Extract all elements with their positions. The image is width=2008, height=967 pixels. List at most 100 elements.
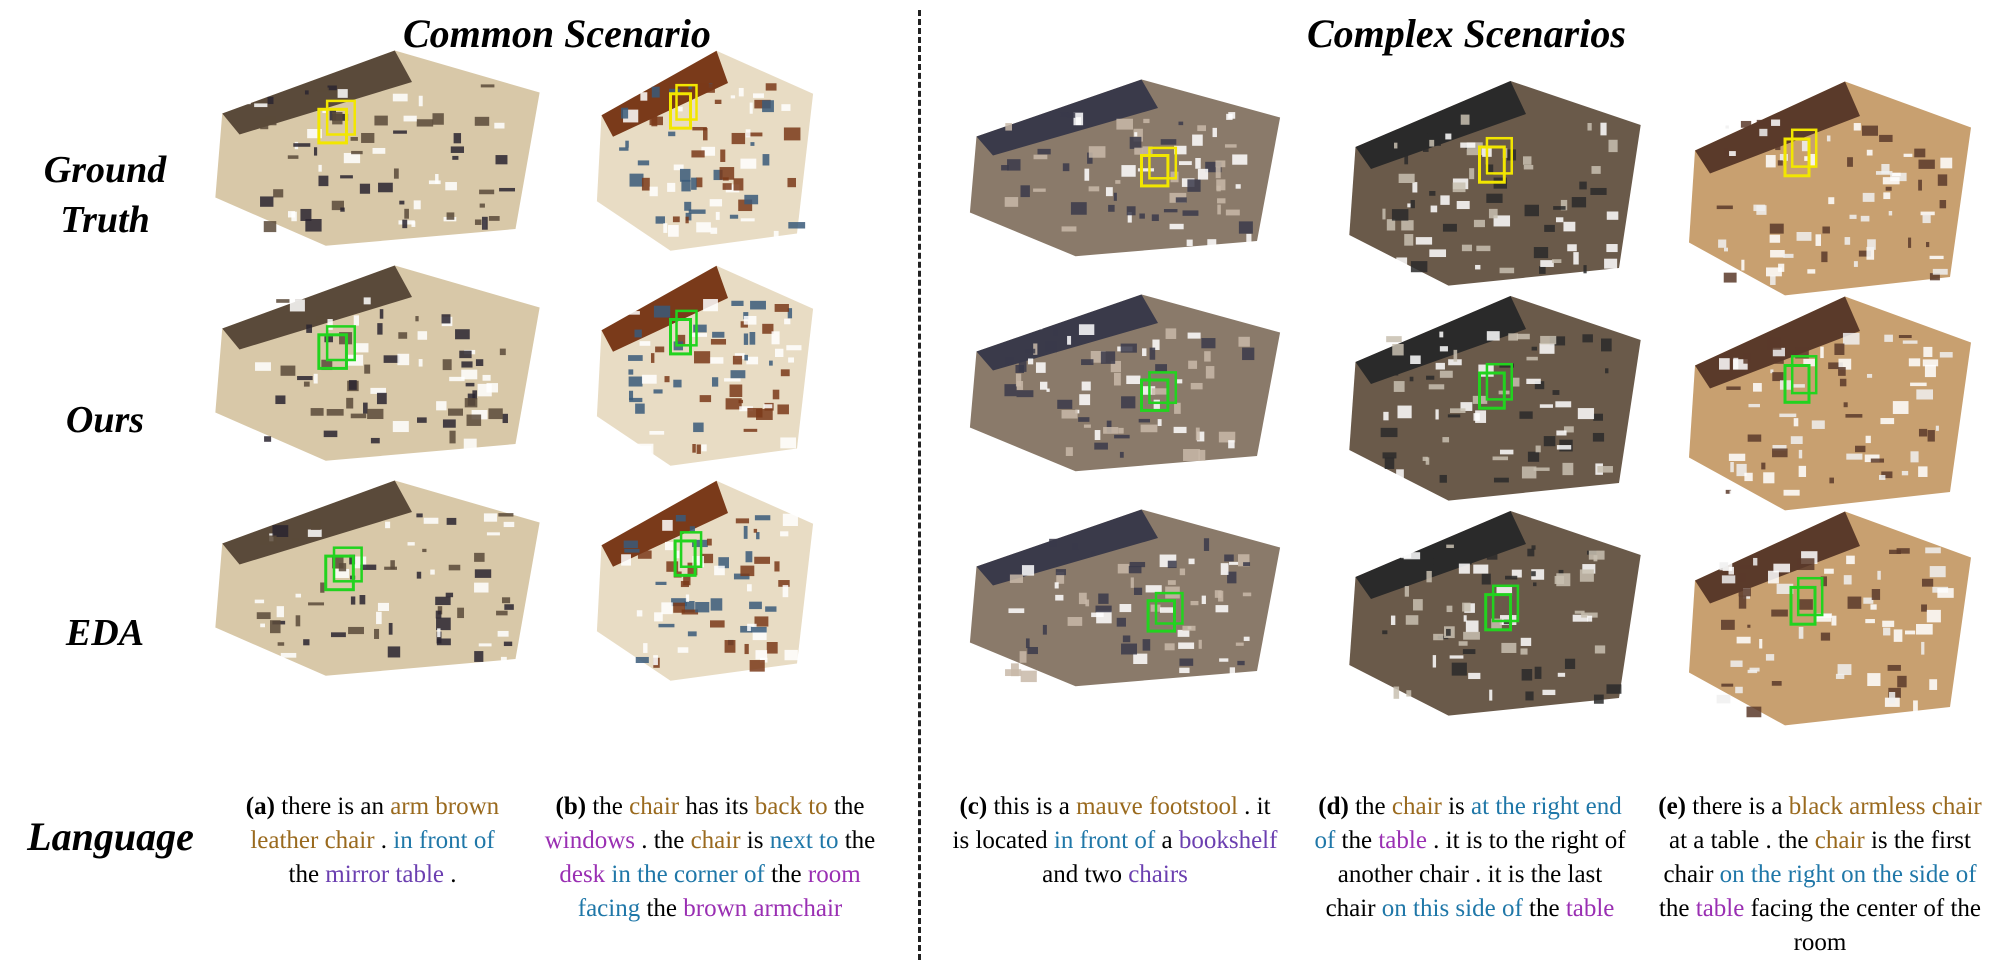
point-cluster <box>1426 570 1432 583</box>
point-cluster <box>1142 146 1153 155</box>
point-cluster <box>1460 142 1476 148</box>
room-wall <box>1695 511 1860 604</box>
point-cluster <box>1394 142 1398 149</box>
point-cluster <box>1526 356 1538 361</box>
point-cluster <box>430 569 435 575</box>
point-cluster <box>1020 185 1030 198</box>
point-cluster <box>1499 267 1515 274</box>
point-cluster <box>1883 627 1891 636</box>
point-cluster <box>388 622 393 635</box>
point-cluster <box>1440 195 1450 205</box>
point-cluster <box>1885 186 1892 191</box>
point-cluster <box>404 208 409 219</box>
point-cluster <box>766 642 778 654</box>
point-cluster <box>679 168 691 182</box>
point-cluster <box>1046 388 1050 392</box>
point-cluster <box>1820 576 1827 587</box>
point-cluster <box>385 521 391 529</box>
point-cluster <box>465 382 475 387</box>
point-cluster <box>390 560 395 570</box>
point-cluster <box>1828 197 1835 205</box>
point-cluster <box>703 299 718 312</box>
point-cluster <box>377 602 390 612</box>
point-cluster <box>1140 424 1158 433</box>
point-cluster <box>1473 219 1485 228</box>
point-cluster <box>1508 333 1519 341</box>
point-cluster <box>1133 653 1148 665</box>
point-cluster <box>1843 402 1848 408</box>
scene-panel-a-ours <box>205 255 550 465</box>
point-cluster <box>1828 362 1843 370</box>
point-cluster <box>778 580 790 587</box>
point-cluster <box>1007 159 1021 171</box>
point-cluster <box>1049 538 1057 548</box>
point-cluster <box>1126 206 1136 216</box>
point-cluster <box>762 154 770 166</box>
point-cluster <box>673 602 685 613</box>
point-cluster <box>1081 381 1091 391</box>
point-cluster <box>1461 244 1472 252</box>
point-cluster <box>1593 413 1603 421</box>
caption-b-segment: the <box>586 793 630 820</box>
room-wall <box>222 50 412 135</box>
point-cluster <box>435 173 439 184</box>
caption-b-segment: back to <box>754 793 828 820</box>
point-cluster <box>1729 151 1736 157</box>
point-cluster <box>1723 247 1729 252</box>
point-cluster <box>1579 569 1594 582</box>
point-cluster <box>1167 560 1177 569</box>
point-cluster <box>247 95 251 105</box>
point-cluster <box>495 155 508 165</box>
caption-d-segment: table <box>1378 827 1427 854</box>
point-cluster <box>681 179 691 192</box>
point-cluster <box>1485 164 1494 175</box>
point-cluster <box>1196 431 1205 442</box>
point-cluster <box>276 299 290 303</box>
point-cluster <box>635 403 645 414</box>
point-cluster <box>1449 408 1466 413</box>
point-cluster <box>1229 561 1239 565</box>
point-cluster <box>304 90 309 95</box>
point-cluster <box>1143 118 1150 124</box>
point-cluster <box>1009 574 1023 583</box>
point-cluster <box>1025 638 1030 649</box>
point-cluster <box>436 617 451 631</box>
point-cluster <box>1582 334 1593 343</box>
point-cluster <box>1815 234 1822 246</box>
point-cluster <box>744 194 759 205</box>
point-cluster <box>416 119 434 127</box>
point-cluster <box>684 201 692 211</box>
point-cluster <box>1066 112 1076 118</box>
point-cluster <box>628 369 634 375</box>
point-cluster <box>277 642 285 646</box>
point-cluster <box>415 316 419 322</box>
point-cloud-scene <box>215 265 540 461</box>
point-cluster <box>675 514 686 522</box>
point-cluster <box>1175 379 1183 384</box>
caption-c-segment: (c) <box>959 793 988 820</box>
point-cluster <box>1728 453 1746 461</box>
point-cluster <box>1898 335 1912 339</box>
point-cluster <box>1116 617 1126 627</box>
point-cluster <box>1405 615 1419 625</box>
point-cluster <box>1891 172 1901 177</box>
point-cluster <box>318 164 322 172</box>
point-cluster <box>677 647 689 653</box>
point-cluster <box>1493 215 1511 227</box>
point-cluster <box>765 606 777 612</box>
point-cluster <box>1908 358 1921 367</box>
point-cluster <box>1892 401 1909 414</box>
point-cluster <box>1078 417 1090 422</box>
point-cluster <box>709 199 723 207</box>
point-cluster <box>263 221 277 233</box>
point-cluster <box>1765 267 1782 277</box>
point-cluster <box>374 628 380 639</box>
point-cluster <box>1439 474 1447 483</box>
point-cluster <box>1446 628 1451 636</box>
point-cluster <box>1380 427 1398 438</box>
point-cluster <box>1246 233 1252 244</box>
point-cluster <box>1779 413 1797 418</box>
point-cluster <box>450 146 465 153</box>
point-cluster <box>1401 552 1412 559</box>
point-cloud-scene <box>969 79 1281 257</box>
